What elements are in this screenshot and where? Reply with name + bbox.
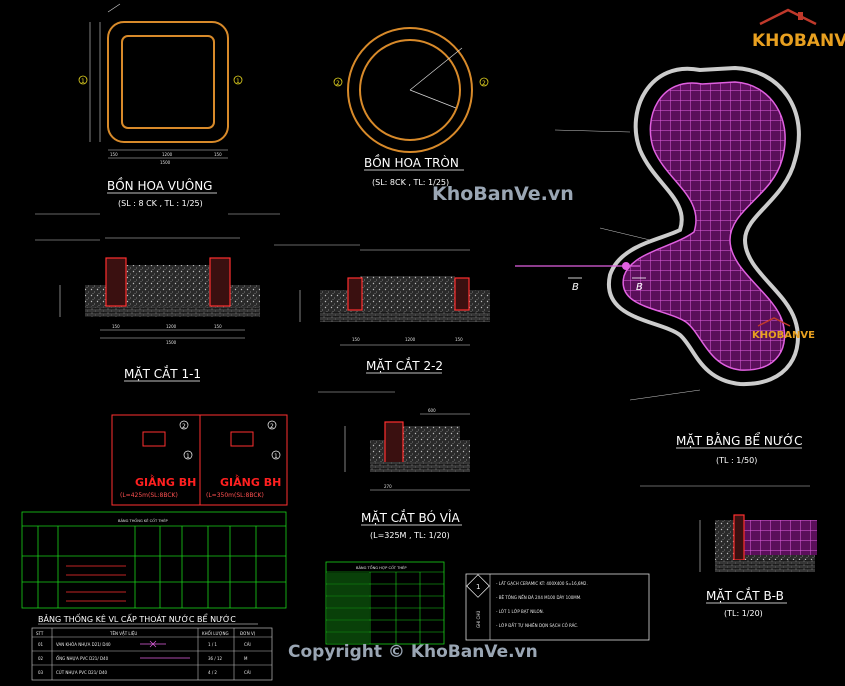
table-header: ĐƠN VỊ xyxy=(240,631,255,636)
section-b-b-title: MẶT CẮT B-B xyxy=(706,587,784,603)
dim-label: 270 xyxy=(384,484,392,489)
steel-summary-title: BẢNG TỔNG HỢP CỐT THÉP xyxy=(356,565,407,570)
curb-section: 270 600 MẶT CẮT BÓ VỈA (L=325M , TL: 1/2… xyxy=(318,391,470,540)
section-mark-left: 1 xyxy=(78,75,88,85)
svg-text:1: 1 xyxy=(186,453,190,460)
section-1-1-title: MẶT CẮT 1-1 xyxy=(124,365,201,381)
table-row: 02 ỐNG NHỰA PVC D21/ D40 36 / 12 M xyxy=(38,656,248,661)
section-arrow-right: B xyxy=(632,277,646,293)
beam-details-box: 2 1 2 1 GIẰNG BH (L=425m(SL:8BCK) GIẰNG … xyxy=(111,414,288,506)
table-header: TÊN VẬT LIỆU xyxy=(109,631,137,636)
svg-text:03: 03 xyxy=(38,670,44,675)
section-b-b: MẶT CẮT B-B (TL: 1/20) xyxy=(640,485,817,618)
table-row: 03 CÚT NHỰA PVC D21/ D40 4 / 2 CÁI xyxy=(38,670,251,675)
table-header: STT xyxy=(36,631,44,636)
dim-label: 1200 xyxy=(166,324,177,329)
dim-label: 1200 xyxy=(405,337,416,342)
section-b-b-subtitle: (TL: 1/20) xyxy=(724,609,763,618)
svg-text:CÁI: CÁI xyxy=(244,642,251,647)
svg-text:B: B xyxy=(636,282,643,293)
round-planter-plan: 2 2 BỒN HOA TRÒN (SL: 8CK , TL: 1/25) xyxy=(333,27,489,187)
dim-label: 150 xyxy=(352,337,360,342)
beam-mark: 2 xyxy=(179,420,189,430)
water-materials-table: BẢNG THỐNG KÊ VL CẤP THOÁT NƯỚC BỂ NƯỚC … xyxy=(31,612,273,681)
section-2-2-title: MẶT CẮT 2-2 xyxy=(366,357,443,373)
steel-table-title: BẢNG THỐNG KÊ CỐT THÉP xyxy=(118,518,168,523)
note-line: - LỚP ĐẤT TỰ NHIÊN DỌN SẠCH CỎ RÁC. xyxy=(496,623,578,628)
beam-mark: 2 xyxy=(267,420,277,430)
steel-statistics-table: BẢNG THỐNG KÊ CỐT THÉP xyxy=(21,511,287,609)
dim-label: 150 xyxy=(214,152,222,157)
svg-text:2: 2 xyxy=(182,423,186,430)
table-header: KHỐI LƯỢNG xyxy=(202,631,229,636)
curb-section-title: MẶT CẮT BÓ VỈA xyxy=(361,509,460,525)
dim-label: 150 xyxy=(112,324,120,329)
logo-text: KHOBANVE xyxy=(752,31,845,51)
svg-text:2: 2 xyxy=(270,423,274,430)
curb-section-subtitle: (L=325M , TL: 1/20) xyxy=(370,531,450,540)
watermark-logo-small: KHOBANVE xyxy=(752,317,815,341)
svg-text:1: 1 xyxy=(236,78,240,85)
svg-text:02: 02 xyxy=(38,656,44,661)
dim-label: 150 xyxy=(214,324,222,329)
square-planter-title: BỒN HOA VUÔNG xyxy=(107,177,212,193)
svg-text:1: 1 xyxy=(81,78,85,85)
svg-text:ỐNG NHỰA PVC D21/ D40: ỐNG NHỰA PVC D21/ D40 xyxy=(56,656,109,661)
dim-label: 1500 xyxy=(160,160,171,165)
dim-label: 1200 xyxy=(162,152,173,157)
square-planter-plan: 150 1200 150 1500 1 1 BỒN HOA VUÔNG (SL … xyxy=(78,3,243,208)
table-row: 01 VAN KHÓA NHỰA D21/ D40 1 / 1 CÁI xyxy=(38,640,251,648)
dim-label: 600 xyxy=(428,408,436,413)
svg-text:2: 2 xyxy=(336,80,340,87)
section-mark-right: 2 xyxy=(479,77,489,87)
section-mark-right: 1 xyxy=(233,75,243,85)
svg-text:2: 2 xyxy=(482,80,486,87)
dim-label: 150 xyxy=(110,152,118,157)
svg-text:01: 01 xyxy=(38,642,44,647)
note-line: - LÁT GẠCH CERAMIC KT: 400X400 S=16,6M2. xyxy=(496,581,588,586)
round-planter-title: BỒN HOA TRÒN xyxy=(364,154,459,170)
svg-text:1: 1 xyxy=(274,453,278,460)
svg-text:B: B xyxy=(572,282,579,293)
beam-mark: 1 xyxy=(183,450,193,460)
notes-box: 1 GHI CHÚ - LÁT GẠCH CERAMIC KT: 400X400… xyxy=(465,573,650,641)
svg-text:4 / 2: 4 / 2 xyxy=(208,670,217,675)
section-mark-left: 2 xyxy=(333,77,343,87)
svg-text:CÁI: CÁI xyxy=(244,670,251,675)
dim-label: 1500 xyxy=(166,340,177,345)
svg-text:VAN KHÓA NHỰA D21/ D40: VAN KHÓA NHỰA D21/ D40 xyxy=(56,642,111,647)
svg-text:1 / 1: 1 / 1 xyxy=(208,642,217,647)
note-line: - LÓT 1 LỚP BẠT NILON. xyxy=(496,609,544,614)
beam-right-sub: (L=350m(SL:8BCK) xyxy=(206,492,264,499)
svg-text:KHOBANVE: KHOBANVE xyxy=(752,330,815,341)
notes-mark: 1 xyxy=(476,583,480,591)
beam-mark: 1 xyxy=(271,450,281,460)
svg-text:CÚT NHỰA PVC D21/ D40: CÚT NHỰA PVC D21/ D40 xyxy=(56,670,108,675)
steel-summary-table: BẢNG TỔNG HỢP CỐT THÉP xyxy=(325,561,445,645)
water-table-title: BẢNG THỐNG KÊ VL CẤP THOÁT NƯỚC BỂ NƯỚC xyxy=(38,612,236,624)
pool-plan-title: MẶT BẰNG BỂ NƯỚC xyxy=(676,432,802,448)
square-planter-subtitle: (SL : 8 CK , TL : 1/25) xyxy=(118,199,203,208)
svg-text:36 / 12: 36 / 12 xyxy=(208,656,223,661)
section-1-1: 150 1200 150 1500 MẶT CẮT 1-1 xyxy=(35,213,280,382)
watermark-text: KhoBanVe.vn xyxy=(432,183,574,205)
notes-side-label: GHI CHÚ xyxy=(476,611,481,628)
beam-left-label: GIẰNG BH xyxy=(135,474,196,489)
copyright-watermark: Copyright © KhoBanVe.vn xyxy=(288,642,538,662)
svg-text:M: M xyxy=(244,656,248,661)
pool-plan: B B MẶT BẰNG BỂ NƯỚC (TL : 1/50) xyxy=(515,65,802,465)
dim-label: 150 xyxy=(455,337,463,342)
section-2-2: 150 1200 150 MẶT CẮT 2-2 xyxy=(274,244,490,374)
khobanve-logo: KHOBANVE xyxy=(752,8,845,51)
section-arrow-left: B xyxy=(568,277,582,293)
pool-plan-subtitle: (TL : 1/50) xyxy=(716,456,757,465)
note-line: - BÊ TÔNG NỀN ĐÁ 2X4 M100 DÀY 100MM. xyxy=(496,595,581,600)
round-planter-subtitle: (SL: 8CK , TL: 1/25) xyxy=(372,178,449,187)
beam-right-label: GIẰNG BH xyxy=(220,474,281,489)
beam-left-sub: (L=425m(SL:8BCK) xyxy=(120,492,178,499)
